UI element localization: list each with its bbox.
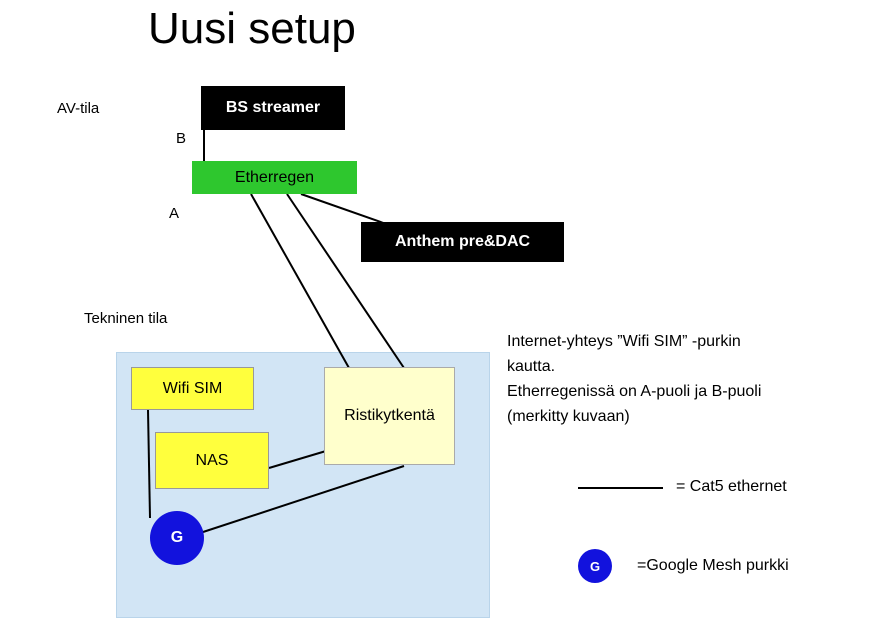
node-bs-streamer-label: BS streamer (225, 99, 321, 116)
notes-line-4: (merkitty kuvaan) (507, 408, 630, 425)
node-anthem-pre-dac: Anthem pre&DAC (361, 222, 564, 262)
line-etherregen-patchpanel-1 (250, 193, 350, 369)
notes-line-2: kautta. (507, 358, 556, 375)
node-google-mesh-label: G (170, 529, 184, 546)
av-room-label: AV-tila (57, 100, 100, 117)
legend-google-mesh-symbol: G (589, 558, 601, 574)
node-patch-panel-label: Ristikytkentä (344, 407, 435, 424)
line-etherregen-patchpanel-2 (286, 193, 405, 369)
node-bs-streamer: BS streamer (201, 86, 345, 130)
node-wifi-sim-label: Wifi SIM (162, 379, 223, 397)
tech-room-label: Tekninen tila (84, 310, 168, 327)
node-etherregen: Etherregen (192, 161, 357, 194)
notes-line-3: Etherregenissä on A-puoli ja B-puoli (507, 383, 762, 400)
port-b-label: B (176, 130, 187, 147)
node-patch-panel: Ristikytkentä (324, 367, 455, 465)
node-wifi-sim: Wifi SIM (131, 367, 254, 410)
legend-google-mesh-icon: G (578, 549, 612, 583)
node-nas: NAS (155, 432, 269, 489)
diagram-title: Uusi setup (148, 4, 356, 53)
notes-block: Internet-yhteys ”Wifi SIM” -purkin kautt… (507, 329, 867, 429)
node-nas-label: NAS (195, 451, 229, 469)
node-anthem-label: Anthem pre&DAC (394, 233, 531, 250)
legend-cat5-label: = Cat5 ethernet (676, 478, 787, 495)
node-google-mesh: G (150, 511, 204, 565)
node-etherregen-label: Etherregen (234, 168, 315, 186)
notes-line-1: Internet-yhteys ”Wifi SIM” -purkin (507, 333, 741, 350)
port-a-label: A (169, 205, 180, 222)
legend-google-mesh-label: =Google Mesh purkki (637, 557, 789, 574)
